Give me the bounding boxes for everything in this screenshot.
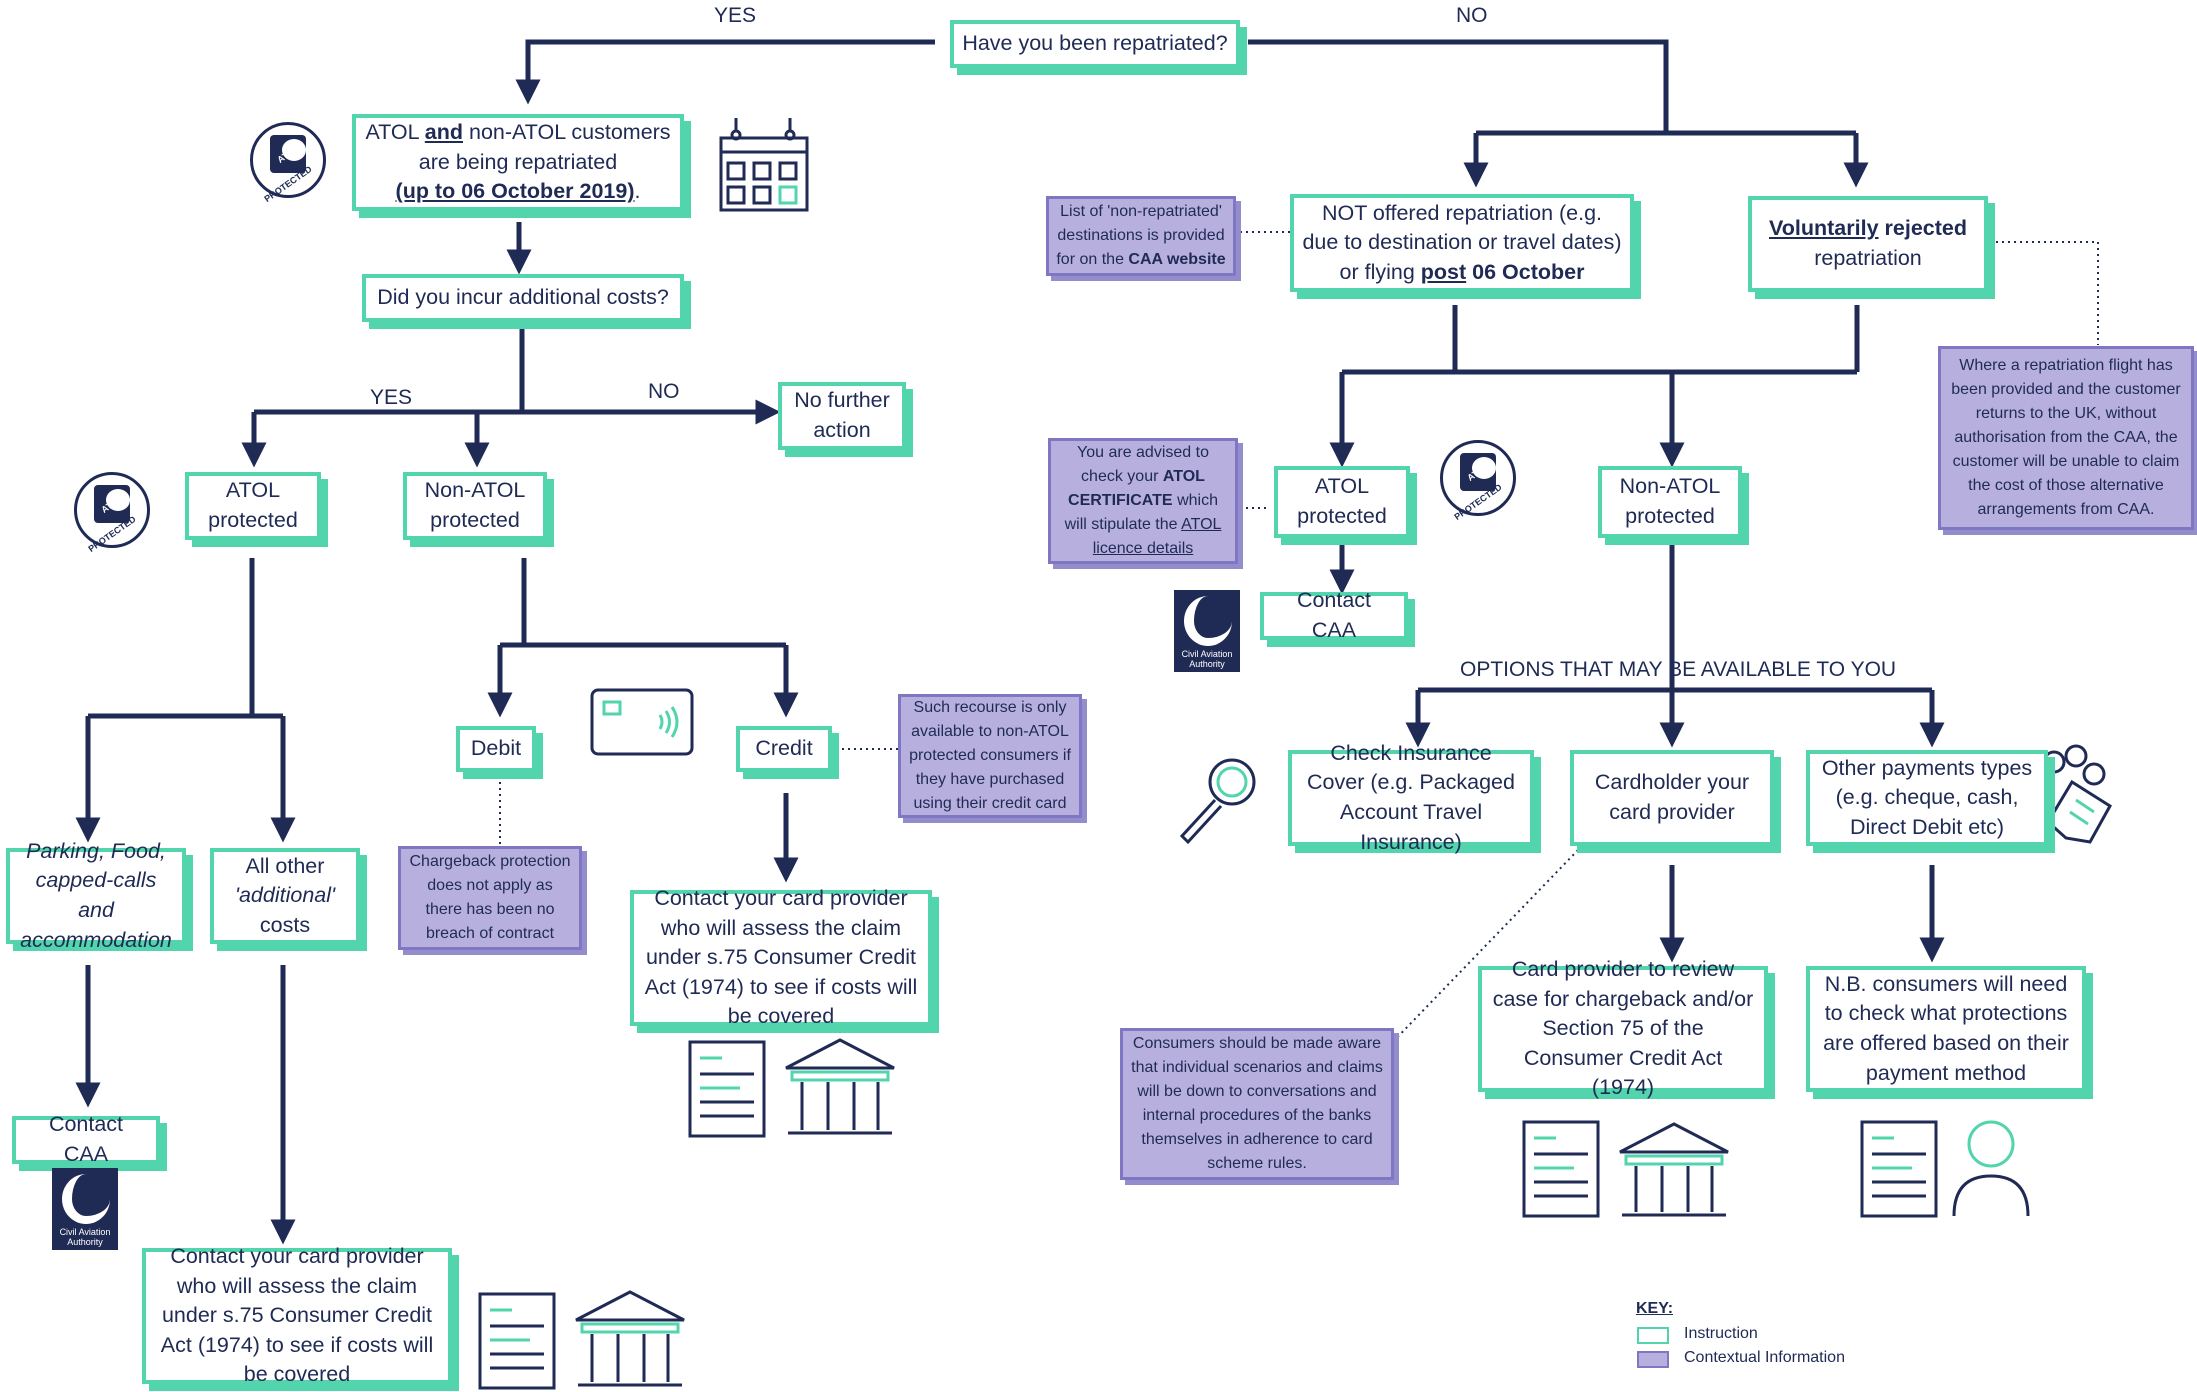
repatriated-box: ATOL and non-ATOL customers are being re… xyxy=(352,114,684,211)
non-atol-protected-box-left: Non-ATOL protected xyxy=(403,472,547,540)
rejected-text: rejected xyxy=(1884,216,1967,241)
list-note-link[interactable]: CAA website xyxy=(1128,251,1226,268)
question-box: Have you been repatriated? xyxy=(950,20,1240,68)
bank-icon xyxy=(575,1290,685,1387)
magnifier-icon xyxy=(1179,758,1256,845)
debit-box: Debit xyxy=(456,726,536,772)
nb-consumers-box: N.B. consumers will need to check what p… xyxy=(1806,966,2086,1092)
voluntarily-text: Voluntarily xyxy=(1769,216,1879,241)
rejected-warning-note: Where a repatriation flight has been pro… xyxy=(1938,346,2194,530)
document-icon xyxy=(688,1040,766,1138)
contact-caa-box-right: Contact CAA xyxy=(1260,588,1408,642)
not-offered-box: NOT offered repatriation (e.g. due to de… xyxy=(1290,194,1634,292)
payment-tag-icon xyxy=(2042,744,2112,844)
advised-note-link[interactable]: ATOL licence details xyxy=(1092,516,1222,557)
contact-card-provider-box-center: Contact your card provider who will asse… xyxy=(630,886,932,1028)
repatriation-text: repatriation xyxy=(1814,246,1922,270)
advised-note-1: You are advised to check your xyxy=(1077,444,1209,485)
list-destinations-note: List of 'non-repatriated' destinations i… xyxy=(1046,196,1236,276)
contact-card-provider-box-bottom: Contact your card provider who will asse… xyxy=(142,1244,452,1386)
contactless-card-icon xyxy=(590,688,694,756)
repatriated-and: and xyxy=(424,120,464,145)
contact-caa-box-left: Contact CAA xyxy=(12,1112,160,1166)
key-context-swatch xyxy=(1637,1351,1669,1368)
not-offered-text: NOT offered repatriation (e.g. due to de… xyxy=(1302,200,1622,284)
legend: KEY: Instruction Contextual Information xyxy=(1636,1300,1845,1370)
bank-icon xyxy=(785,1038,895,1135)
additional-costs-box: Did you incur additional costs? xyxy=(362,274,684,322)
top-no-label: NO xyxy=(1456,4,1488,27)
consumers-note: Consumers should be made aware that indi… xyxy=(1120,1028,1394,1180)
person-icon xyxy=(1952,1120,2030,1217)
repatriated-mid: non-ATOL customers are being repatriated xyxy=(418,120,671,174)
all-other-3: costs xyxy=(259,912,311,937)
all-other-2: 'additional' xyxy=(234,883,336,908)
repatriated-date: (up to 06 October 2019) xyxy=(395,179,635,204)
credit-box: Credit xyxy=(736,726,832,772)
caa-logo-icon: Civil Aviation Authority xyxy=(1174,590,1240,672)
parking-food-box: Parking, Food, capped-calls and accommod… xyxy=(6,839,186,952)
check-insurance-box: Check Insurance Cover (e.g. Packaged Acc… xyxy=(1288,741,1534,854)
all-other-1: All other xyxy=(245,853,325,878)
atol-protected-box-right: ATOL protected xyxy=(1274,466,1410,538)
chargeback-note: Chargeback protection does not apply as … xyxy=(398,846,582,950)
options-label: OPTIONS THAT MAY BE AVAILABLE TO YOU xyxy=(1460,658,1897,681)
non-atol-protected-box-right: Non-ATOL protected xyxy=(1598,466,1742,538)
advised-note-2: which will stipulate the xyxy=(1064,492,1218,533)
caa-logo-icon: Civil Aviation Authority xyxy=(52,1168,118,1250)
atol-protected-box-left: ATOL protected xyxy=(185,472,321,540)
costs-no-label: NO xyxy=(648,380,680,403)
legend-instruction: Instruction xyxy=(1684,1325,1758,1342)
list-note-text: List of 'non-repatriated' destinations i… xyxy=(1056,203,1225,268)
atol-certificate-note: You are advised to check your ATOL CERTI… xyxy=(1048,438,1238,564)
advised-note-atol: ATOL CERTIFICATE xyxy=(1068,468,1205,509)
all-other-costs-box: All other 'additional' costs xyxy=(210,848,360,944)
other-payments-box: Other payments types (e.g. cheque, cash,… xyxy=(1806,750,2048,846)
top-yes-label: YES xyxy=(714,4,757,27)
no-further-action-box: No further action xyxy=(778,382,906,450)
voluntarily-rejected-box: Voluntarily rejected repatriation xyxy=(1748,196,1988,292)
repatriated-end: . xyxy=(634,179,641,204)
cardholder-box: Cardholder your card provider xyxy=(1570,750,1774,846)
document-icon xyxy=(478,1292,556,1390)
card-review-box: Card provider to review case for chargeb… xyxy=(1478,957,1768,1099)
document-icon xyxy=(1522,1120,1600,1218)
not-offered-date: 06 October xyxy=(1472,259,1585,284)
bank-icon xyxy=(1619,1122,1729,1217)
recourse-note: Such recourse is only available to non-A… xyxy=(898,694,1082,818)
legend-context: Contextual Information xyxy=(1684,1349,1845,1366)
calendar-icon xyxy=(719,118,809,212)
not-offered-post: post xyxy=(1420,259,1467,284)
repatriated-pre: ATOL xyxy=(365,120,419,145)
document-icon xyxy=(1860,1120,1938,1218)
legend-title: KEY: xyxy=(1636,1300,1674,1317)
key-instruction-swatch xyxy=(1637,1327,1669,1344)
costs-yes-label: YES xyxy=(370,386,413,409)
